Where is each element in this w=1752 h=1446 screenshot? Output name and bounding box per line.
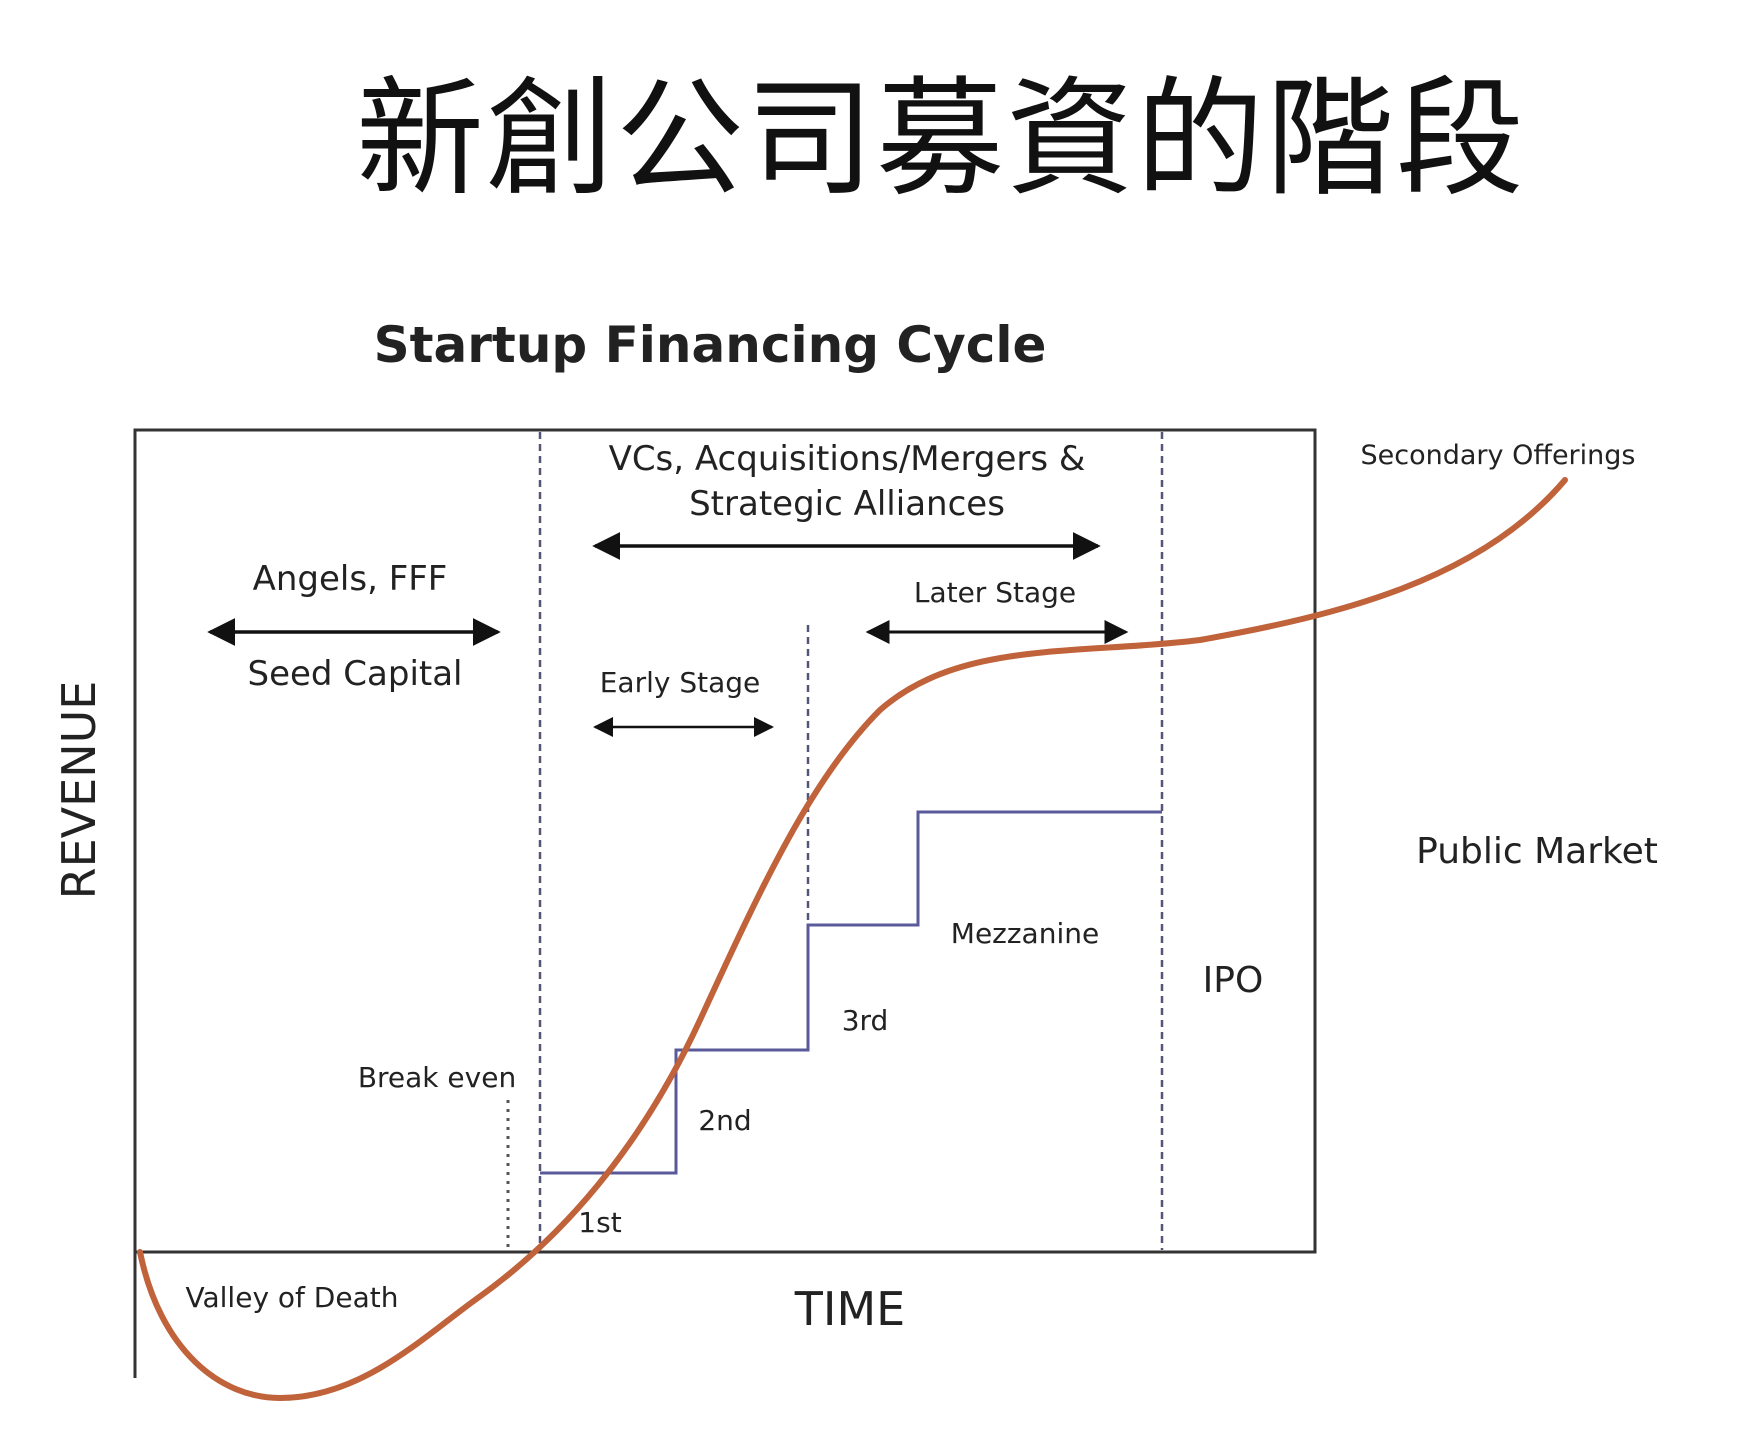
seed-capital-label: Seed Capital <box>247 654 462 694</box>
round-1st-label: 1st <box>578 1206 621 1239</box>
diagram-title: Startup Financing Cycle <box>374 316 1047 374</box>
round-2nd-label: 2nd <box>698 1104 751 1137</box>
slide-title: 新創公司募資的階段 <box>355 65 1526 214</box>
ipo-label: IPO <box>1203 960 1264 1001</box>
y-axis-label: REVENUE <box>52 681 106 900</box>
chart-frame <box>133 428 1317 1254</box>
vcs-label-line2: Strategic Alliances <box>689 484 1005 524</box>
revenue-curve <box>137 477 1568 1402</box>
round-3rd-label: 3rd <box>842 1004 889 1037</box>
vcs-label-line1: VCs, Acquisitions/Mergers & <box>609 439 1086 479</box>
later-stage-label: Later Stage <box>914 576 1076 609</box>
early-stage-label: Early Stage <box>600 666 761 699</box>
secondary-offerings-label: Secondary Offerings <box>1361 440 1636 471</box>
angels-label: Angels, FFF <box>253 559 448 599</box>
funding-round-steps <box>540 810 1162 1175</box>
x-axis-label: TIME <box>794 1282 905 1336</box>
public-market-label: Public Market <box>1416 831 1658 872</box>
break-even-label: Break even <box>358 1061 516 1094</box>
valley-of-death-label: Valley of Death <box>186 1281 399 1314</box>
mezzanine-label: Mezzanine <box>951 917 1099 950</box>
